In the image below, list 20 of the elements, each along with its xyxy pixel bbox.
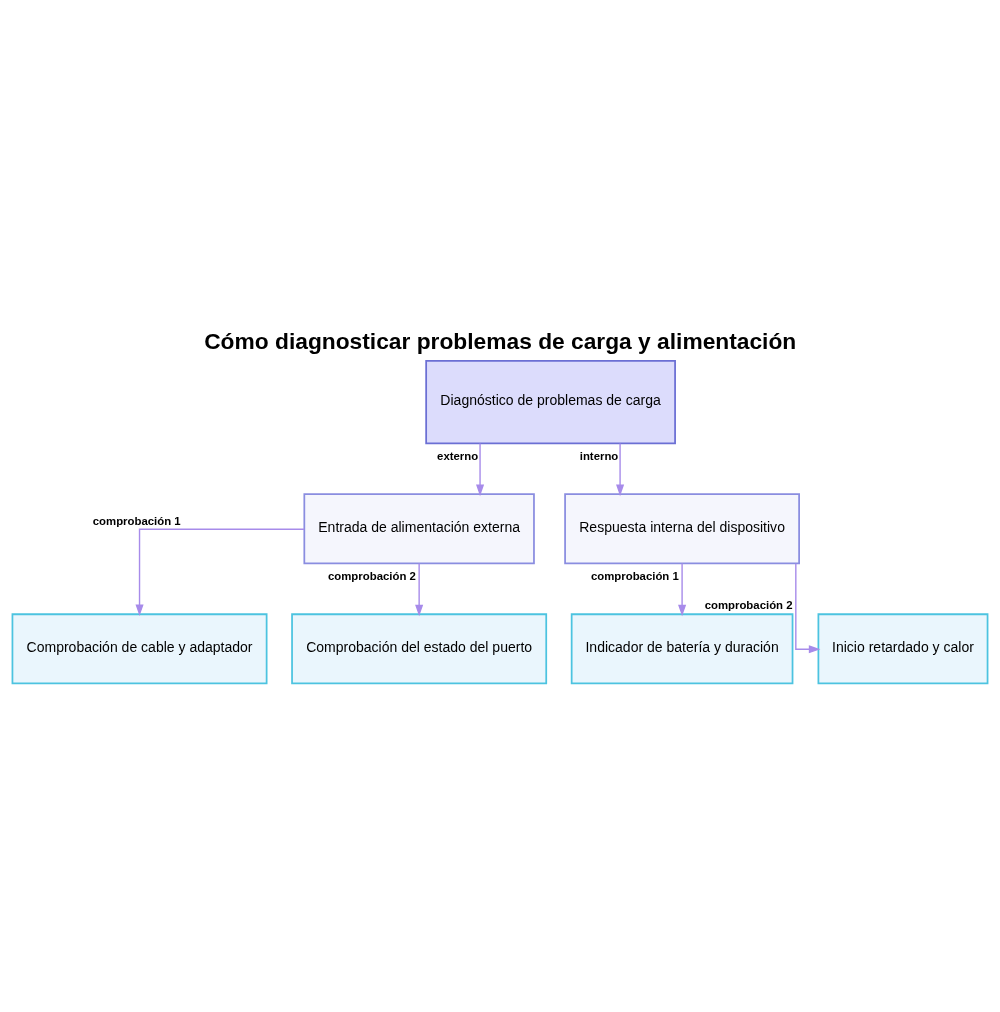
node-box: Inicio retardado y calor <box>817 613 989 685</box>
arrow <box>135 528 305 617</box>
edge-label: comprobación 1 <box>92 515 181 528</box>
diagram-title: Cómo diagnosticar problemas de carga y alimentación <box>204 328 797 355</box>
node-box: Diagnóstico de problemas de carga <box>425 360 676 445</box>
edge-label: comprobación 1 <box>590 570 679 583</box>
node-box: Entrada de alimentación externa <box>303 493 535 565</box>
edge-label: interno <box>579 450 619 463</box>
arrow <box>795 562 821 654</box>
edge-label: comprobación 2 <box>327 570 416 583</box>
arrow <box>616 442 625 497</box>
edge-label: externo <box>437 450 479 463</box>
arrow <box>415 562 424 617</box>
arrow <box>678 562 687 617</box>
edge-label: comprobación 2 <box>704 599 793 612</box>
node-box: Indicador de batería y duración <box>570 613 794 685</box>
node-box: Respuesta interna del dispositivo <box>564 493 800 565</box>
arrow <box>476 442 485 497</box>
node-box: Comprobación del estado del puerto <box>291 613 548 685</box>
node-box: Comprobación de cable y adaptador <box>11 613 268 685</box>
